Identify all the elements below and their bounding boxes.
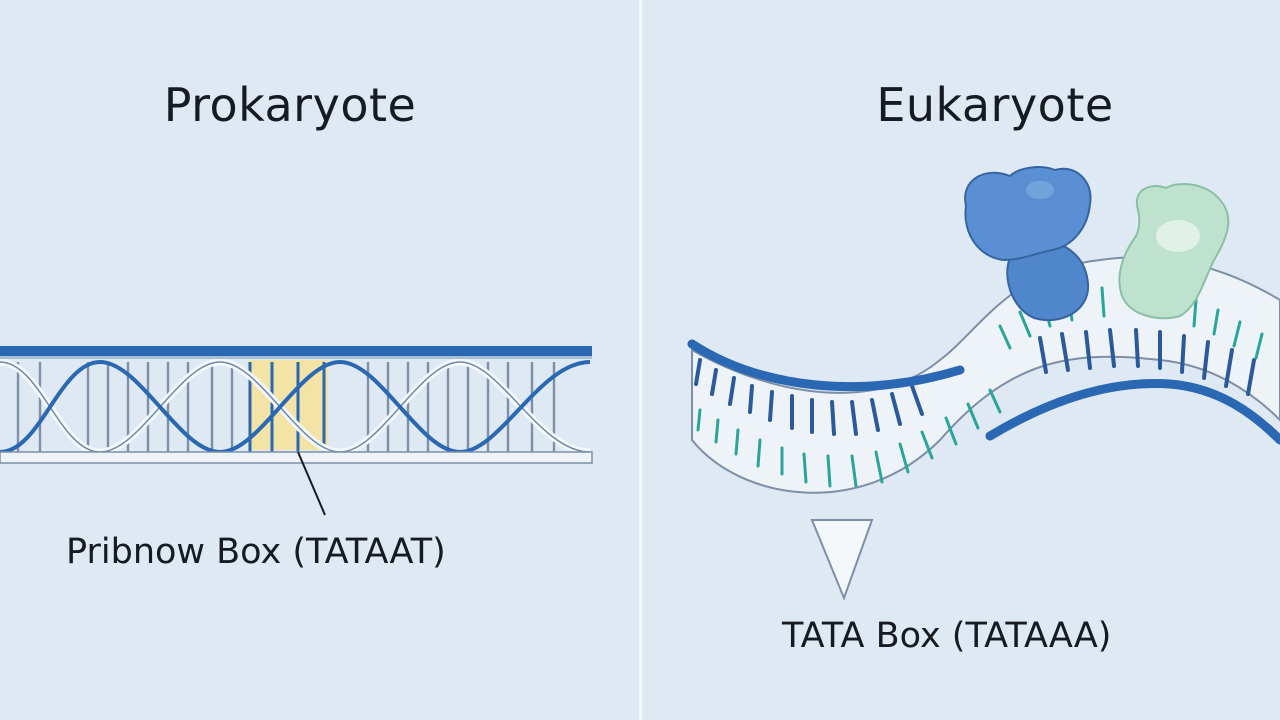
pribnow-box-label: Pribnow Box (TATAAT) — [66, 532, 446, 572]
top-rail-shadow — [0, 356, 592, 359]
eukaryote-title: Eukaryote — [876, 78, 1114, 132]
pribnow-box-highlight — [248, 360, 328, 450]
dna-base-ticks-dark — [694, 328, 1256, 436]
eukaryote-diagram — [687, 166, 1280, 601]
prokaryote-diagram — [0, 346, 593, 516]
green-protein — [1118, 183, 1230, 320]
eukaryote-panel: Eukaryote — [642, 0, 1280, 720]
dna-ribbon-band — [691, 256, 1280, 494]
prokaryote-title: Prokaryote — [163, 78, 417, 132]
panel-divider — [639, 0, 642, 720]
dna-backbone-bottom — [985, 379, 1280, 445]
tata-box-pointer — [810, 519, 874, 601]
top-rail — [0, 346, 592, 358]
dna-backbone-top — [687, 339, 965, 392]
pribnow-pointer-line — [297, 451, 326, 516]
blue-protein — [964, 166, 1092, 322]
tata-box-label: TATA Box (TATAAA) — [782, 616, 1112, 656]
prokaryote-panel: Prokaryote — [0, 78, 593, 572]
bottom-rail — [0, 451, 593, 464]
helix-strand-blue — [0, 359, 591, 455]
dna-base-ticks-teal — [696, 286, 1264, 488]
